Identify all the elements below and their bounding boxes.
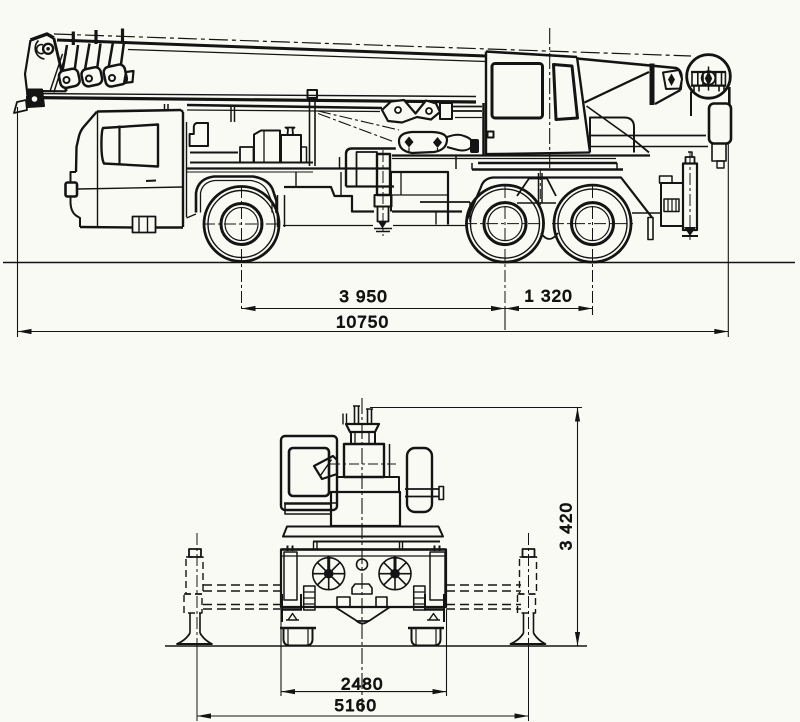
svg-text:5160: 5160 <box>334 696 377 715</box>
svg-text:2480: 2480 <box>341 675 384 694</box>
svg-text:3 950: 3 950 <box>339 287 388 306</box>
svg-text:10750: 10750 <box>336 313 389 332</box>
svg-text:3 420: 3 420 <box>557 502 576 551</box>
svg-text:1 320: 1 320 <box>524 287 573 306</box>
